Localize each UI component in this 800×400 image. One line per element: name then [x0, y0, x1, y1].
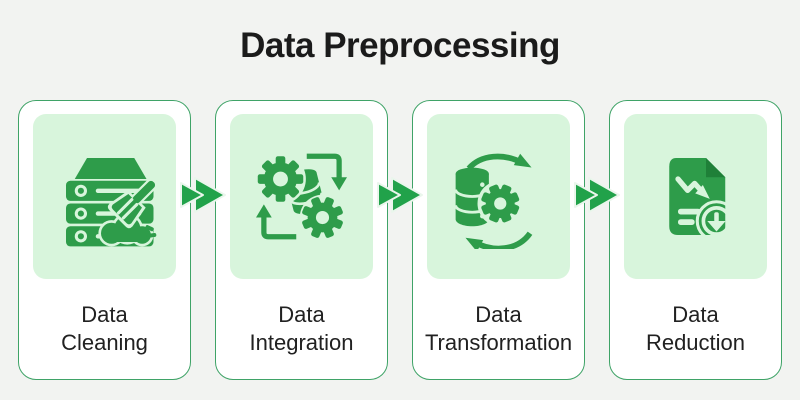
- server-broom-icon: [66, 158, 157, 247]
- step-card-data-cleaning: Data Cleaning: [18, 100, 191, 380]
- icon-tile: [230, 114, 373, 279]
- step-label: Data Cleaning: [61, 279, 148, 379]
- process-steps-row: Data Cleaning: [18, 100, 782, 380]
- step-label: Data Transformation: [425, 279, 572, 379]
- double-chevron-right-icon: [178, 175, 228, 215]
- step-label-line2: Integration: [249, 330, 354, 355]
- step-label-line1: Data: [475, 302, 522, 328]
- step-label: Data Integration: [250, 279, 354, 379]
- step-label-line1: Data: [81, 302, 128, 328]
- document-decline-download-icon: [669, 158, 738, 242]
- gears-database-sync-icon: [255, 153, 347, 241]
- step-label-line1: Data: [672, 302, 719, 328]
- step-label-line2: Reduction: [645, 330, 746, 355]
- step-label-line1: Data: [278, 302, 325, 328]
- double-chevron-right-icon: [572, 175, 622, 215]
- step-label-line2: Cleaning: [61, 330, 148, 355]
- step-label: Data Reduction: [646, 279, 745, 379]
- step-label-line2: Transformation: [424, 330, 573, 355]
- step-card-data-transformation: Data Transformation: [412, 100, 585, 380]
- step-card-data-reduction: Data Reduction: [609, 100, 782, 380]
- icon-tile: [427, 114, 570, 279]
- database-gear-document-cycle-icon: [454, 153, 542, 249]
- icon-tile: [624, 114, 767, 279]
- swish-marks: [145, 225, 157, 238]
- icon-tile: [33, 114, 176, 279]
- page-title: Data Preprocessing: [240, 26, 560, 65]
- double-chevron-right-icon: [375, 175, 425, 215]
- step-card-data-integration: Data Integration: [215, 100, 388, 380]
